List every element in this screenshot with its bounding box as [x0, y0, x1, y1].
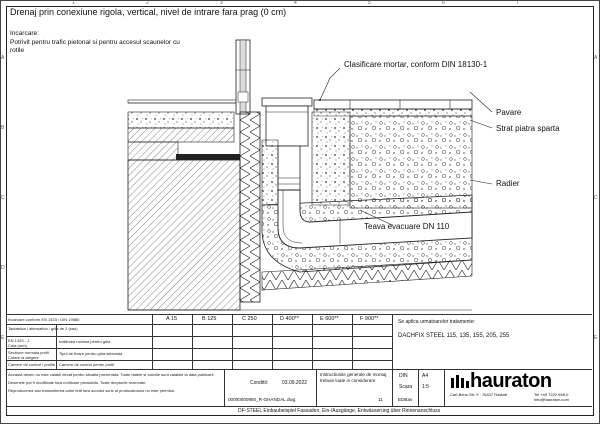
tb-line-6	[6, 406, 592, 407]
tb-class-e600: E 600**	[320, 316, 339, 322]
tb-class-c250: C 250	[242, 316, 257, 322]
tb-address: Carl-Benz-Str. 9 · 76437 Rastatt	[450, 392, 507, 397]
tb-line-3	[6, 348, 392, 349]
tb-class-a15: A 15	[166, 316, 178, 322]
sheet-inner-border	[6, 6, 594, 416]
grid-row-a: A	[1, 55, 5, 61]
tb-col-e	[312, 314, 313, 369]
tb-cell-note-0: Inaltimea minima pentru grila	[59, 339, 111, 344]
tb-col-d	[272, 314, 273, 369]
tb-col-din	[418, 369, 419, 406]
load-note: Incarcare: Potrivit pentru trafic pieton…	[10, 30, 180, 56]
tb-col-a	[152, 314, 153, 369]
tb-col-date	[224, 369, 225, 406]
tb-line-1	[6, 324, 392, 325]
tb-line-5	[6, 369, 592, 370]
tb-address-2: Tel +49 7222 958-0	[534, 392, 569, 397]
grid-row-a-right: A	[594, 55, 598, 61]
logo-mark-icon	[451, 374, 469, 388]
tb-col-f	[352, 314, 353, 369]
tb-col-right	[392, 314, 393, 406]
grid-row-c-right: C	[594, 195, 598, 201]
tb-date: 03.09.2022	[282, 380, 308, 386]
callout-mortar: Clasificare mortar, conform DIN 18130-1	[344, 60, 488, 69]
grid-col-3: 3	[220, 0, 223, 6]
callout-paving: Pavare	[496, 108, 522, 117]
grid-col-6: 6	[442, 0, 445, 6]
callout-pipe: Teava evacuare DN 110	[364, 222, 450, 231]
grid-row-b: B	[1, 125, 5, 131]
tb-state-label: Conditii:	[250, 380, 269, 386]
grid-col-7: 7	[516, 0, 519, 6]
grid-row-d: D	[1, 265, 5, 271]
tb-row-label-4: Sectiune normala profil	[8, 350, 49, 355]
grid-row-c: C	[1, 195, 5, 201]
tb-address-3: info@hauraton.com	[534, 397, 569, 402]
tb-system-label: Se aplica urmatoarelor tratamente:	[398, 319, 475, 325]
tb-class-d400: D 400**	[280, 316, 299, 322]
tb-col-b	[192, 314, 193, 369]
tb-instructions: Instructiunile generale de montaj trebui…	[320, 372, 387, 383]
tb-col-instr	[316, 369, 317, 406]
load-text-line-1: Potrivit pentru trafic pietonal si pentr…	[10, 38, 180, 46]
grid-col-1: 1	[72, 0, 75, 6]
tb-row-label-2: EN 1433 - 1	[8, 338, 30, 343]
tb-cell-note-1: Tipul de fixare pentru grila selectata	[59, 351, 123, 356]
title-block: Incarcare conform EN 1433 / DIN 19580 Ta…	[6, 314, 592, 414]
tb-row-label-1: Tactastica / alternativa / grila de 2 (s…	[8, 326, 78, 331]
tb-class-f900: F 900**	[360, 316, 379, 322]
grid-row-e-right: E	[594, 335, 598, 341]
load-text-line-2: rotile	[10, 47, 25, 54]
tb-col-logo	[444, 369, 445, 406]
callout-gravel: Strat piatra sparta	[496, 124, 560, 133]
load-label: Incarcare:	[10, 30, 39, 37]
company-logo: hauraton	[450, 370, 552, 393]
grid-row-e: E	[1, 335, 5, 341]
tb-col-c	[232, 314, 233, 369]
grid-col-4: 4	[294, 0, 297, 6]
callout-foundation: Radier	[496, 179, 520, 188]
tb-line-4	[6, 360, 392, 361]
tb-row-label-6: Camere de control / profile	[8, 362, 56, 367]
tb-col-1	[56, 324, 57, 369]
tb-top-line	[6, 314, 592, 315]
tb-line-2	[6, 336, 392, 337]
tb-address-1: Carl-Benz-Str. 9 · 76437 Rastatt	[450, 392, 507, 397]
tb-scale-value: 1:5	[422, 384, 429, 390]
tb-scale-code: EDBav	[398, 397, 413, 402]
tb-row-label-3: Cota (mm)	[8, 343, 27, 348]
tb-row-label-0: Incarcare conform EN 1433 / DIN 19580	[8, 317, 80, 322]
drawing-title: Drenaj prin conexiune rigola, vertical, …	[10, 7, 287, 17]
tb-system-name: DACHFIX STEEL 115, 135, 155, 205, 255	[398, 333, 510, 339]
tb-footer: DF-STEEL Einbaubeispiel Fassaden, Ein-/A…	[238, 408, 441, 414]
grid-col-2: 2	[146, 0, 149, 6]
tb-cell-note-2: Camere de control pentru profil	[59, 362, 115, 367]
tb-disclaimer-2: Desenele pot fi modificate fara notifica…	[8, 380, 147, 385]
tb-din-format: A4	[422, 373, 429, 379]
tb-din-label: DIN	[399, 373, 408, 379]
tb-disclaimer-1: Aceasta desen nu este valabil decat pent…	[8, 372, 215, 377]
tb-row-label-5: Cotare la alegere	[8, 355, 39, 360]
tb-scale-label: Scara	[399, 384, 413, 390]
logo-text: hauraton	[470, 370, 552, 392]
tb-class-b125: B 125	[202, 316, 217, 322]
tb-sheet-no: 11	[378, 397, 383, 402]
grid-col-5: 5	[368, 0, 371, 6]
tb-disclaimer-3: Reproducerea sau transmiterea catre tert…	[8, 388, 175, 393]
tb-file-name: 00000000950_R-GHANDAL.dwg	[228, 397, 296, 402]
tb-contact: Tel +49 7222 958-0 info@hauraton.com	[534, 392, 569, 402]
tb-col-0	[6, 314, 7, 414]
